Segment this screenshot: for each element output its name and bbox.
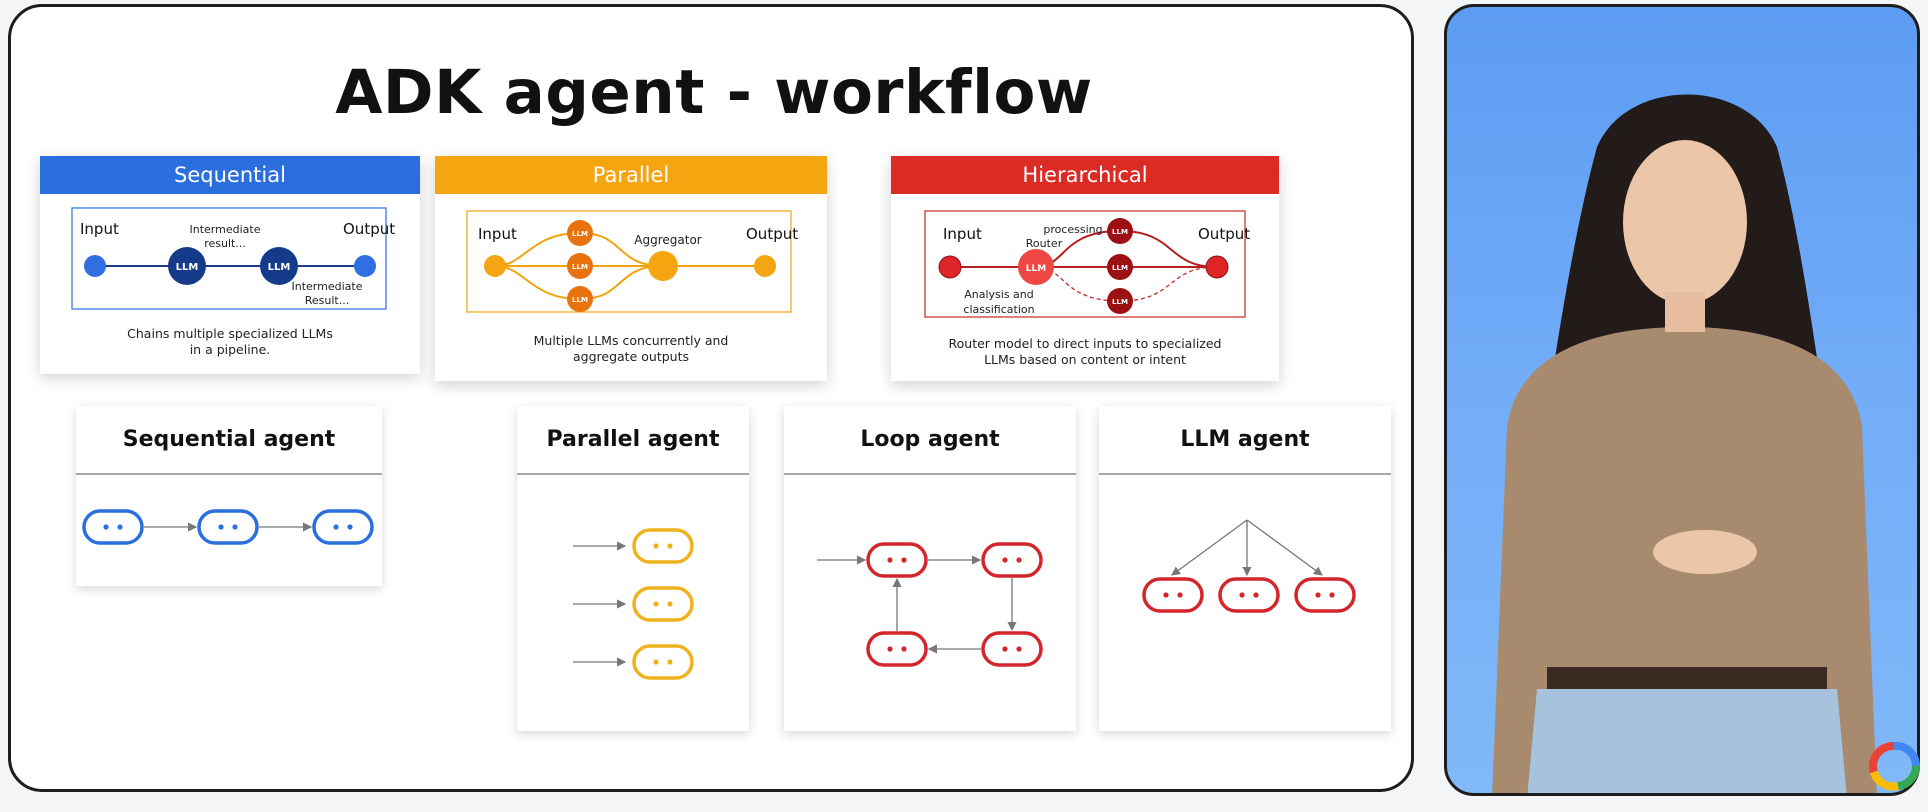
presenter-illustration	[1492, 94, 1877, 793]
loop-agent-diagram	[817, 542, 1043, 667]
hierarchical-pattern-card: Hierarchical LLM LLM LLM LLM	[891, 156, 1279, 381]
hierarchical-pattern-diagram: LLM LLM LLM LLM Input Output Router proc…	[924, 210, 1250, 318]
parallel-pattern-diagram: LLM LLM LLM Input Output Aggregator	[466, 210, 798, 313]
llm-node-1	[1107, 218, 1133, 244]
parallel-agent-diagram	[573, 528, 694, 680]
aggregator-node	[648, 251, 678, 281]
llm-node-1	[168, 247, 206, 285]
parallel-agent-card: Parallel agent	[517, 406, 749, 731]
agent-node-top-right	[981, 542, 1043, 578]
hierarchical-caption-line-1: Router model to direct inputs to special…	[948, 336, 1222, 351]
sequential-caption-line-1: Chains multiple specialized LLMs	[127, 326, 333, 341]
hair-top	[1622, 117, 1752, 167]
llm-node-2	[1107, 254, 1133, 280]
llm-node-1	[567, 220, 593, 246]
agent-node-2	[1218, 577, 1280, 613]
intermediate-top-1: Intermediate	[190, 223, 261, 236]
sequential-caption-line-2: in a pipeline.	[189, 342, 271, 357]
input-label: Input	[943, 225, 982, 243]
sequential-pattern-card: Sequential LLM LLM Input Output Intermed…	[40, 156, 420, 374]
output-node	[354, 255, 376, 277]
llm-node-3	[567, 286, 593, 312]
output-label: Output	[746, 225, 798, 243]
llm-label-1: LLM	[176, 262, 199, 273]
sequential-agent-diagram	[82, 509, 374, 545]
parallel-agent-title: Parallel agent	[517, 406, 749, 475]
agent-node-bottom-left	[866, 631, 928, 667]
llm-node-3	[1107, 288, 1133, 314]
agent-node-1	[82, 509, 144, 545]
parallel-pattern-card: Parallel LLM LLM LLM Input Output	[435, 156, 827, 381]
intermediate-bottom-2: Result...	[305, 294, 349, 307]
agent-node-1	[632, 528, 694, 564]
sequential-pattern-diagram: LLM LLM Input Output Intermediate result…	[71, 207, 395, 310]
llm-label-2: LLM	[572, 263, 588, 271]
parallel-caption: Multiple LLMs concurrently and aggregate…	[435, 333, 827, 365]
intermediate-top-2: result...	[204, 237, 246, 250]
sequential-caption: Chains multiple specialized LLMs in a pi…	[40, 326, 420, 358]
output-node	[754, 255, 776, 277]
hierarchical-caption-line-2: LLMs based on content or intent	[984, 352, 1186, 367]
llm-label-1: LLM	[572, 230, 588, 238]
output-label: Output	[343, 220, 395, 238]
intermediate-bottom-1: Intermediate	[292, 280, 363, 293]
llm-label-2: LLM	[1112, 264, 1128, 272]
presenter-video	[1444, 4, 1920, 796]
diagram-frame	[71, 207, 387, 310]
google-cloud-logo-icon	[1869, 741, 1921, 791]
loop-agent-title: Loop agent	[784, 406, 1076, 475]
diagram-frame	[466, 210, 792, 313]
belt	[1547, 667, 1827, 689]
jeans	[1527, 689, 1847, 793]
input-node	[84, 255, 106, 277]
sequential-agent-card: Sequential agent	[76, 406, 382, 586]
llm-label-1: LLM	[1112, 228, 1128, 236]
hands	[1653, 530, 1757, 574]
diagram-frame	[924, 210, 1246, 318]
agent-node-bottom-right	[981, 631, 1043, 667]
neck	[1665, 292, 1705, 332]
loop-agent-card: Loop agent	[784, 406, 1076, 731]
sequential-pattern-header: Sequential	[40, 156, 420, 194]
agent-node-2	[197, 509, 259, 545]
router-llm-node	[1018, 249, 1054, 285]
agent-node-3	[632, 644, 694, 680]
aggregator-label: Aggregator	[634, 233, 702, 247]
input-node	[484, 255, 506, 277]
input-node	[938, 255, 962, 279]
llm-label-2: LLM	[268, 262, 291, 273]
llm-label-3: LLM	[1112, 298, 1128, 306]
hierarchical-caption: Router model to direct inputs to special…	[891, 336, 1279, 368]
output-node	[1205, 255, 1229, 279]
output-label: Output	[1198, 225, 1250, 243]
parallel-pattern-header: Parallel	[435, 156, 827, 194]
parallel-caption-line-2: aggregate outputs	[573, 349, 689, 364]
router-label: Router	[1026, 237, 1063, 250]
llm-agent-diagram	[1142, 519, 1356, 613]
input-label: Input	[478, 225, 517, 243]
llm-label-3: LLM	[572, 296, 588, 304]
slide: ADK agent - workflow Sequential LLM LLM …	[8, 4, 1414, 792]
sequential-agent-title: Sequential agent	[76, 406, 382, 475]
agent-node-2	[632, 586, 694, 622]
router-llm-label: LLM	[1026, 264, 1046, 274]
llm-node-2	[260, 247, 298, 285]
slide-title: ADK agent - workflow	[335, 57, 1093, 128]
llm-node-2	[567, 253, 593, 279]
llm-agent-card: LLM agent	[1099, 406, 1391, 731]
agent-node-3	[1294, 577, 1356, 613]
analysis-label-1: Analysis and	[964, 288, 1034, 301]
processing-label: processing	[1043, 223, 1102, 236]
face	[1623, 140, 1747, 304]
agent-node-top-left	[866, 542, 928, 578]
agent-node-3	[312, 509, 374, 545]
agent-node-1	[1142, 577, 1204, 613]
input-label: Input	[80, 220, 119, 238]
llm-agent-title: LLM agent	[1099, 406, 1391, 475]
analysis-label-2: classification	[963, 303, 1034, 316]
parallel-caption-line-1: Multiple LLMs concurrently and	[533, 333, 729, 348]
hierarchical-pattern-header: Hierarchical	[891, 156, 1279, 194]
